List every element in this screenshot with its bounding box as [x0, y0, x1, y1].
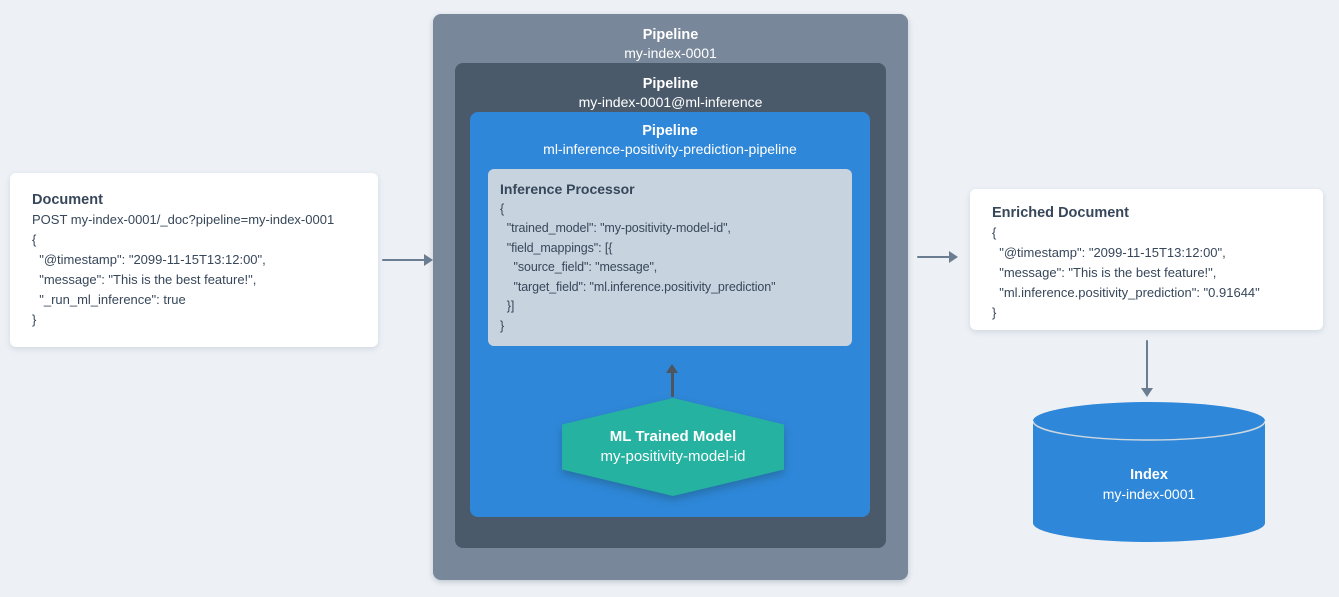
arrow-head [1141, 388, 1153, 397]
arrow-head [666, 364, 678, 373]
code-line: "trained_model": "my-positivity-model-id… [500, 221, 731, 235]
arrow-right-icon [382, 252, 433, 268]
arrow-shaft [1145, 340, 1148, 390]
inference-processor-code: { "trained_model": "my-positivity-model-… [500, 200, 844, 337]
index-title: Index [1130, 467, 1168, 483]
arrow-head [424, 254, 433, 266]
code-line: "@timestamp": "2099-11-15T13:12:00", [992, 245, 1226, 260]
ml-trained-model-hexagon: ML Trained Model my-positivity-model-id [562, 398, 784, 496]
document-card-code: POST my-index-0001/_doc?pipeline=my-inde… [32, 210, 368, 330]
hexagon-shape: ML Trained Model my-positivity-model-id [562, 398, 784, 496]
pipeline-box-outer: Pipeline my-index-0001 Pipeline my-index… [433, 14, 908, 580]
prediction-pipeline-title: Pipeline [642, 123, 698, 139]
inference-pipeline-title: Pipeline [642, 76, 699, 92]
ml-model-name: my-positivity-model-id [600, 448, 746, 465]
enriched-document-title: Enriched Document [992, 205, 1129, 221]
ml-model-title: ML Trained Model [609, 428, 737, 445]
index-cylinder: Index my-index-0001 [1032, 402, 1266, 542]
pipeline-box-ml-inference: Pipeline my-index-0001@ml-inference Pipe… [455, 63, 886, 548]
code-line: "field_mappings": [{ [500, 240, 613, 255]
outer-pipeline-title: Pipeline [642, 27, 699, 43]
prediction-pipeline-name: ml-inference-positivity-prediction-pipel… [543, 141, 797, 157]
arrow-shaft [382, 258, 426, 261]
code-line: { [992, 225, 997, 240]
arrow-head [949, 251, 958, 263]
pipeline-box-prediction: Pipeline ml-inference-positivity-predict… [470, 112, 870, 517]
code-line: POST my-index-0001/_doc?pipeline=my-inde… [32, 212, 335, 227]
code-line: "_run_ml_inference": true [32, 292, 186, 307]
code-line: } [992, 305, 997, 320]
inference-processor-title: Inference Processor [500, 181, 635, 197]
arrow-up-icon [664, 364, 680, 397]
code-line: "source_field": "message", [500, 260, 658, 274]
outer-pipeline-name: my-index-0001 [624, 45, 717, 61]
code-line: "@timestamp": "2099-11-15T13:12:00", [32, 252, 266, 267]
arrow-right-icon [917, 249, 958, 265]
code-line: } [500, 318, 505, 333]
code-line: "ml.inference.positivity_prediction": "0… [992, 285, 1260, 300]
code-line: "message": "This is the best feature!", [992, 265, 1217, 280]
document-card: Document POST my-index-0001/_doc?pipelin… [10, 173, 378, 347]
enriched-document-code: { "@timestamp": "2099-11-15T13:12:00", "… [992, 223, 1315, 323]
code-line: { [32, 232, 37, 247]
inference-processor-box: Inference Processor { "trained_model": "… [488, 169, 852, 346]
code-line: "target_field": "ml.inference.positivity… [500, 279, 776, 294]
database-cylinder-icon [1032, 402, 1266, 542]
index-label: Index my-index-0001 [1033, 466, 1265, 504]
code-line: } [32, 312, 37, 327]
inference-pipeline-name: my-index-0001@ml-inference [578, 94, 763, 110]
code-line: { [500, 201, 505, 216]
code-line: }] [500, 299, 515, 313]
arrow-shaft [917, 255, 951, 258]
arrow-down-icon [1139, 340, 1155, 397]
document-card-title: Document [32, 192, 103, 208]
arrow-shaft [670, 370, 674, 397]
index-name: my-index-0001 [1102, 486, 1196, 502]
enriched-document-card: Enriched Document { "@timestamp": "2099-… [970, 189, 1323, 330]
code-line: "message": "This is the best feature!", [32, 272, 257, 287]
